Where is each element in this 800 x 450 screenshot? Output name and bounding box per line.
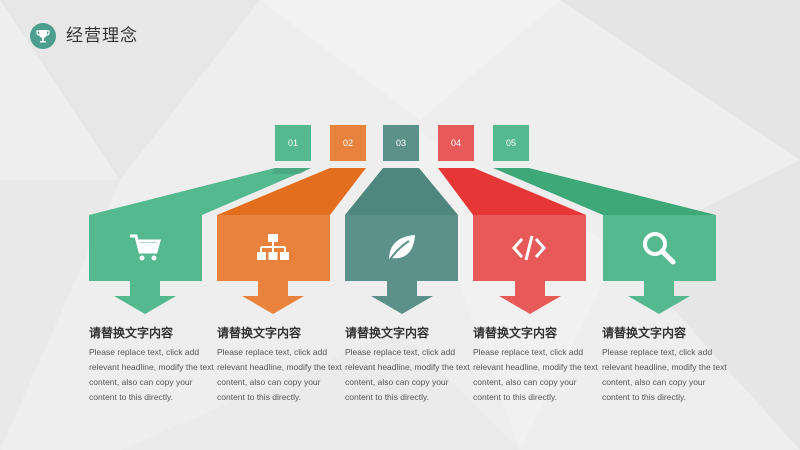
step-number-5: 05 [493, 125, 529, 161]
arrow-4 [499, 281, 561, 314]
page-title: 经营理念 [66, 26, 138, 46]
step-text-5: Please replace text, click add relevant … [602, 347, 727, 402]
sitemap-icon [257, 234, 289, 260]
arrow-2 [242, 281, 304, 314]
step-box-3 [345, 215, 458, 281]
step-number-1: 01 [275, 125, 311, 161]
step-heading-3: 请替换文字内容 [345, 326, 430, 340]
step-heading-5: 请替换文字内容 [602, 326, 687, 340]
step-number-3: 03 [383, 125, 419, 161]
step-box-2 [217, 215, 330, 281]
step-number-4: 04 [438, 125, 474, 161]
arrow-5 [628, 281, 690, 314]
step-text-3: Please replace text, click add relevant … [345, 347, 470, 402]
arrow-3 [371, 281, 433, 314]
step-text-1: Please replace text, click add relevant … [89, 347, 214, 402]
connector-4 [438, 168, 586, 215]
connector-5 [493, 168, 716, 215]
code-icon [511, 235, 547, 261]
connector-2 [217, 168, 366, 215]
connector-3 [345, 168, 458, 215]
step-heading-4: 请替换文字内容 [473, 326, 558, 340]
step-box-5 [603, 215, 716, 281]
connector-1 [89, 168, 311, 215]
search-icon [643, 232, 676, 265]
step-box-4 [473, 215, 586, 281]
step-heading-2: 请替换文字内容 [217, 326, 302, 340]
cart-icon [130, 234, 161, 261]
step-number-2: 02 [330, 125, 366, 161]
step-text-4: Please replace text, click add relevant … [473, 347, 598, 402]
leaf-icon [388, 235, 415, 262]
trophy-icon [30, 23, 56, 49]
step-text-2: Please replace text, click add relevant … [217, 347, 342, 402]
arrow-1 [114, 281, 176, 314]
step-heading-1: 请替换文字内容 [89, 326, 174, 340]
step-box-1 [89, 215, 202, 281]
